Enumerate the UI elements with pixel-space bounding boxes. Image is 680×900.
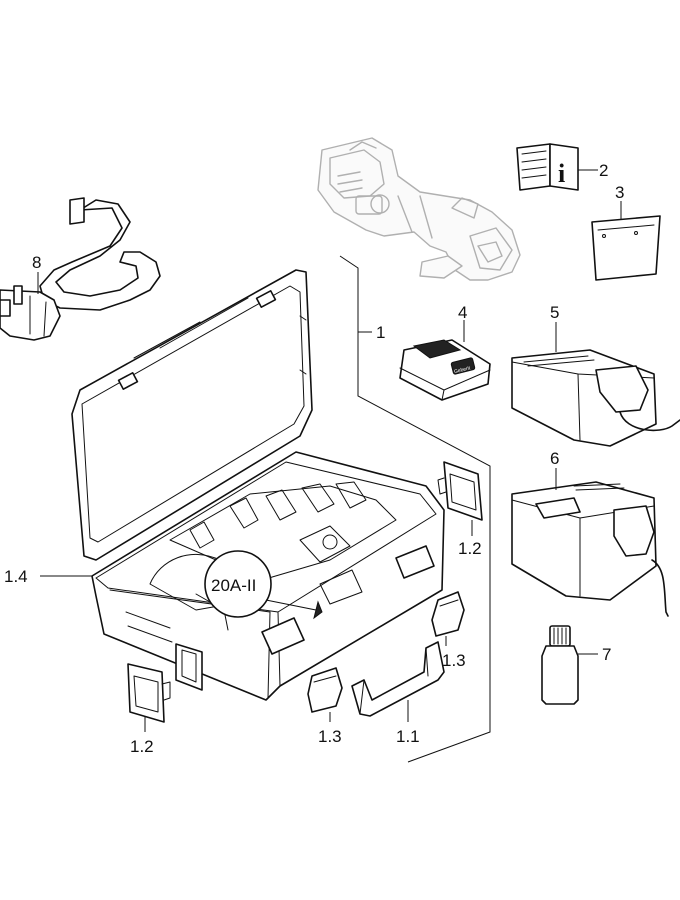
label-1-1: 1.1	[396, 727, 420, 746]
label-1-4: 1.4	[4, 567, 28, 586]
label-1-3-right: 1.3	[442, 651, 466, 670]
holder-1-2-right: 1.2	[437, 461, 483, 558]
label-1: 1	[376, 323, 385, 342]
oil-bottle: 7	[541, 625, 611, 705]
operating-manual: i 2	[516, 143, 608, 191]
label-card: 3	[591, 183, 661, 281]
charger-5: 5	[511, 303, 680, 447]
holder-1-2-left: 1.2	[127, 663, 171, 756]
label-1-3-left: 1.3	[318, 727, 342, 746]
label-7: 7	[602, 645, 611, 664]
carrying-strap: 8	[0, 197, 161, 341]
handle-1-1: 1.1	[351, 641, 445, 746]
label-3: 3	[615, 183, 624, 202]
battery-pack: Geberit 4	[399, 303, 491, 401]
label-1-2-right: 1.2	[458, 539, 482, 558]
charger-6: 6	[511, 449, 669, 617]
label-8: 8	[32, 253, 41, 272]
tool-case	[71, 269, 445, 701]
latch-1-3-right: 1.3	[431, 591, 466, 670]
latch-1-3-left: 1.3	[307, 667, 343, 746]
label-6: 6	[550, 449, 559, 468]
jaw-callout: 20A-II	[204, 550, 323, 620]
label-2: 2	[599, 161, 608, 180]
label-1-2-left: 1.2	[130, 737, 154, 756]
press-tool-ghost	[317, 137, 521, 281]
manual-info-symbol: i	[558, 159, 565, 188]
callout-text: 20A-II	[211, 576, 256, 595]
set-bracket-line	[339, 255, 491, 763]
battery-brand: Geberit	[454, 365, 472, 375]
label-4: 4	[458, 303, 467, 322]
label-5: 5	[550, 303, 559, 322]
